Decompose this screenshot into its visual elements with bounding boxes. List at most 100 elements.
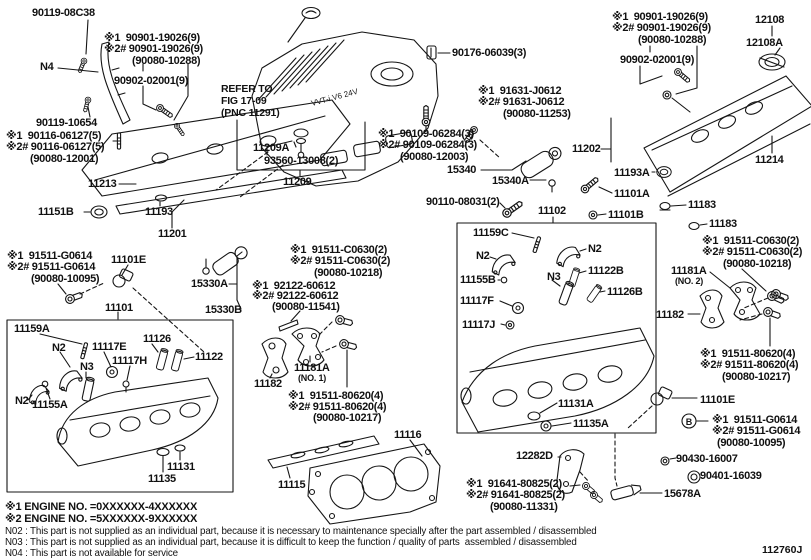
part-label-1-91511-g0614: ※1 91511-G0614 — [7, 250, 93, 262]
knock-sensor-left-drawing — [57, 264, 205, 353]
part-label-90080-10095: (90080-10095) — [717, 437, 786, 449]
part-label-15678a: 15678A — [664, 488, 701, 500]
part-label-11122b: 11122B — [588, 265, 624, 277]
part-label-2-90901-19026-9: ※2# 90901-19026(9) — [612, 22, 711, 34]
valve-cover-left-drawing — [81, 99, 351, 229]
part-label-11155b: 11155B — [460, 274, 496, 286]
part-label-no-1: (NO. 1) — [298, 373, 327, 383]
part-label-11213: 11213 — [88, 178, 117, 190]
part-label-2-91511-c0630-2: ※2# 91511-C0630(2) — [702, 246, 803, 258]
part-label-2-90116-06127-5: ※2# 90116-06127(5) — [6, 141, 105, 153]
part-label-11193: 11193 — [145, 206, 173, 218]
part-label-n3: N3 — [80, 361, 94, 373]
cover-grommet-drawing — [236, 119, 366, 177]
part-label-no-2: (NO. 2) — [675, 276, 704, 286]
part-label-2-91511-g0614: ※2# 91511-G0614 — [7, 261, 96, 273]
part-label-11202: 11202 — [572, 143, 601, 155]
part-label-2-91511-80620-4: ※2# 91511-80620(4) — [700, 359, 799, 371]
part-label-11214: 11214 — [755, 154, 784, 166]
clip-90176-drawing — [426, 45, 451, 60]
part-label-15330a: 15330A — [191, 278, 228, 290]
part-label-fig-17-09: FIG 17-09 — [221, 95, 267, 107]
part-label-11117j: 11117J — [462, 319, 496, 331]
spark-plug-right-drawing — [639, 45, 698, 113]
part-label-11131a: 11131A — [558, 398, 594, 410]
part-label-90119-10654: 90119-10654 — [36, 117, 97, 129]
part-label-1-engine-no-0xxxxxx-4xxxxxx: ※1 ENGINE NO. =0XXXXXX-4XXXXXX — [5, 501, 198, 513]
part-label-1-90901-19026-9: ※1 90901-19026(9) — [104, 32, 200, 44]
part-label-90401-16039: 90401-16039 — [700, 470, 762, 482]
part-label-11181a: 11181A — [294, 362, 330, 374]
part-label-n2: N2 — [476, 250, 490, 262]
knock-sensor-right-drawing: B — [627, 386, 709, 429]
oil-control-valve-drawing — [202, 246, 248, 310]
part-label-1-90109-06284-3: ※1 90109-06284(3) — [378, 128, 474, 140]
part-label-n4: N4 — [40, 61, 54, 73]
part-label-11102: 11102 — [538, 205, 566, 217]
part-label-90110-08031-2: 90110-08031(2) — [426, 196, 500, 208]
timing-bracket-n4-drawing — [57, 19, 131, 125]
part-label-90176-06039-3: 90176-06039(3) — [452, 47, 527, 59]
part-label-n2: N2 — [52, 342, 66, 354]
cylinder-head-left-drawing — [56, 377, 219, 473]
part-label-11159c: 11159C — [473, 227, 509, 239]
part-label-1-92122-60612: ※1 92122-60612 — [252, 280, 336, 292]
part-label-2-90109-06284-3: ※2# 90109-06284(3) — [378, 139, 477, 151]
part-label-2-91511-80620-4: ※2# 91511-80620(4) — [288, 401, 387, 413]
part-label-2-92122-60612: ※2# 92122-60612 — [252, 290, 339, 302]
part-label-11101: 11101 — [105, 302, 133, 314]
part-label-11135: 11135 — [148, 473, 176, 485]
part-label-11201: 11201 — [158, 228, 187, 240]
part-label-90119-08c38: 90119-08C38 — [32, 7, 95, 19]
part-label-11101b: 11101B — [608, 209, 644, 221]
part-label-1-91511-g0614: ※1 91511-G0614 — [712, 414, 798, 426]
part-label-2-91511-c0630-2: ※2# 91511-C0630(2) — [290, 255, 391, 267]
part-label-11182: 11182 — [656, 309, 684, 321]
part-label-n02-this-part-is-not-supplied-as-an-individual-part-because-it-is-necessary-to-maintenance-specially-after-the-part-assembled-disassembled: N02 : This part is not supplied as an in… — [5, 526, 597, 537]
part-label-90080-10288: (90080-10288) — [132, 55, 201, 67]
ignition-coil-drawing — [462, 124, 501, 159]
part-label-11135a: 11135A — [573, 418, 609, 430]
part-label-90080-10217: (90080-10217) — [722, 371, 791, 383]
valve-cover-right-drawing — [600, 75, 811, 197]
part-label-93560-13008-2: 93560-13008(2) — [264, 155, 339, 167]
part-label-112760j: 112760J — [762, 544, 803, 556]
part-label-11155a: 11155A — [32, 399, 68, 411]
part-label-12108a: 12108A — [746, 37, 783, 49]
b-marker-text: B — [686, 417, 693, 427]
part-label-1-91511-c0630-2: ※1 91511-C0630(2) — [702, 235, 800, 247]
part-label-2-91641-80825-2: ※2# 91641-80825(2) — [466, 489, 565, 501]
part-label-11209: 11209 — [283, 176, 312, 188]
part-label-11101e: 11101E — [111, 254, 146, 266]
part-label-n3: N3 — [547, 271, 561, 283]
part-label-11193a: 11193A — [614, 167, 650, 179]
part-label-11115: 11115 — [278, 479, 306, 491]
part-label-n04-this-part-is-not-available-for-service: N04 : This part is not available for ser… — [5, 548, 178, 559]
part-label-11126: 11126 — [143, 333, 171, 345]
part-label-90080-11253: (90080-11253) — [503, 108, 571, 120]
drain-plug-drawing — [610, 433, 701, 501]
part-label-15340a: 15340A — [492, 175, 529, 187]
part-label-11159a: 11159A — [14, 323, 50, 335]
part-label-11131: 11131 — [167, 461, 195, 473]
part-label-11116: 11116 — [394, 429, 422, 441]
part-label-1-90116-06127-5: ※1 90116-06127(5) — [6, 130, 102, 142]
part-label-90080-10218: (90080-10218) — [723, 258, 792, 270]
part-label-1-90901-19026-9: ※1 90901-19026(9) — [612, 11, 708, 23]
part-label-11117h: 11117H — [112, 355, 147, 367]
right-parts-box — [456, 216, 657, 434]
part-label-12108: 12108 — [755, 14, 785, 26]
part-label-11181a: 11181A — [671, 265, 707, 277]
part-label-90080-10217: (90080-10217) — [313, 412, 382, 424]
part-label-90080-11331: (90080-11331) — [490, 501, 558, 513]
part-label-90080-10218: (90080-10218) — [314, 267, 383, 279]
part-label-12282d: 12282D — [516, 450, 553, 462]
part-label-11126b: 11126B — [607, 286, 643, 298]
part-label-11183: 11183 — [709, 218, 737, 230]
part-label-11183: 11183 — [688, 199, 716, 211]
part-label-11117f: 11117F — [460, 295, 494, 307]
part-label-11101e: 11101E — [700, 394, 735, 406]
part-label-1-91631-j0612: ※1 91631-J0612 — [478, 85, 562, 97]
